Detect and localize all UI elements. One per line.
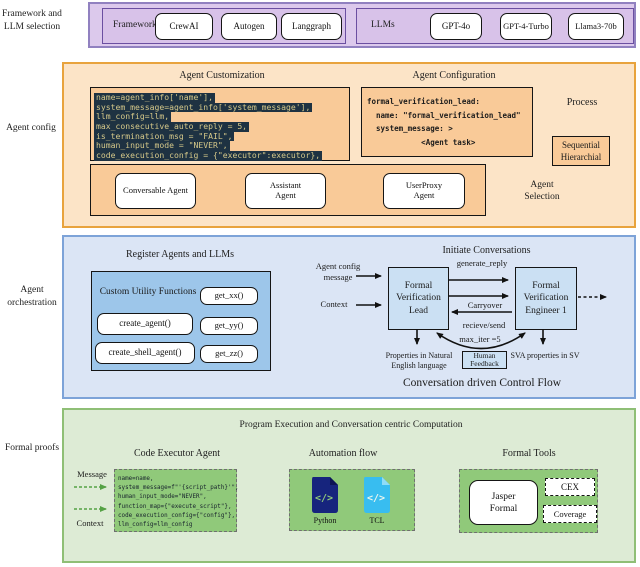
side-label-agent-config: Agent config <box>6 123 56 133</box>
code-line: formal_verification_lead: <box>367 97 480 106</box>
code-line: system_message=agent_info['system_messag… <box>94 101 313 113</box>
agent-type-assistant-label: Assistant Agent <box>269 180 302 200</box>
agent-configuration-code: formal_verification_lead: name: "formal_… <box>361 87 533 157</box>
svg-text:</>: </> <box>315 493 333 504</box>
jasper-formal-label: Jasper Formal <box>489 491 518 514</box>
code-line: name=agent_info['name'], <box>94 92 215 103</box>
lead-output-label: Properties in Natural English language <box>385 351 453 370</box>
code-line: llm_config=llm, <box>94 111 172 123</box>
code-line: code_execution_config = {"executor":exec… <box>94 150 323 161</box>
code-line: code_execution_config={"config"}, <box>118 512 236 519</box>
agent-selection-label: Agent Selection <box>524 180 560 202</box>
function-create-agent: create_agent() <box>97 313 193 335</box>
agent-customization-code: name=agent_info['name'], system_message=… <box>90 87 350 161</box>
agent-type-userproxy: UserProxy Agent <box>383 173 465 209</box>
input-agent-config-message: Agent config message <box>315 261 361 282</box>
agent-config-section: Agent Customization name=agent_info['nam… <box>62 62 636 228</box>
side-label-agent-orchestration: Agent orchestration <box>7 285 57 308</box>
agent-configuration-title: Agent Configuration <box>412 70 496 81</box>
function-get-yy: get_yy() <box>200 317 258 335</box>
llm-llama3-70b: Llama3-70b <box>568 13 624 40</box>
framework-llm-section: Frameworks CrewAI Autogen Langgraph LLMs… <box>88 2 636 48</box>
frameworks-label: Frameworks <box>113 20 161 30</box>
code-line: human_input_mode = "NEVER", <box>94 140 230 152</box>
formal-tools-title: Formal Tools <box>502 448 556 459</box>
executor-input-message: Message <box>77 469 107 479</box>
register-agents-title: Register Agents and LLMs <box>125 249 235 260</box>
agent-selection-group: Conversable Agent Assistant Agent UserPr… <box>90 164 486 216</box>
custom-utility-functions-box: Custom Utility Functions create_agent() … <box>91 271 271 371</box>
llms-label: LLMs <box>371 20 395 30</box>
conversation-control-flow-caption: Conversation driven Control Flow <box>402 377 562 389</box>
function-get-xx: get_xx() <box>200 287 258 305</box>
formal-proofs-section: Program Execution and Conversation centr… <box>62 408 636 563</box>
automation-flow-title: Automation flow <box>308 448 378 459</box>
program-execution-title: Program Execution and Conversation centr… <box>239 420 463 430</box>
svg-text:</>: </> <box>367 493 385 504</box>
llm-gpt4-turbo: GPT-4-Turbo <box>500 13 552 40</box>
framework-langgraph: Langgraph <box>281 13 342 40</box>
initiate-conversations-title: Initiate Conversations <box>442 245 531 256</box>
agent-type-assistant: Assistant Agent <box>245 173 326 209</box>
agent-type-conversable: Conversable Agent <box>115 173 196 209</box>
code-line: llm_config=llm_config <box>118 522 193 529</box>
agent-customization-title: Agent Customization <box>179 70 265 81</box>
side-label-formal-proofs: Formal proofs <box>4 443 60 453</box>
code-line: name: "formal_verification_lead" <box>367 110 521 120</box>
python-file-icon: </> <box>312 477 338 513</box>
arrow-label-receive-send: recieve/send <box>462 320 506 330</box>
arrow-label-generate-reply: generate_reply <box>456 258 508 268</box>
formal-verification-lead-box: Formal Verification Lead <box>388 267 449 330</box>
process-mode-box: Sequential Hierarchial <box>552 136 610 166</box>
engineer-output-label: SVA properties in SV <box>510 351 580 360</box>
code-line: name=name, <box>118 476 154 482</box>
code-line: <Agent task> <box>367 137 476 147</box>
formal-verification-engineer-box: Formal Verification Engineer 1 <box>515 267 577 330</box>
code-line: max_consecutive_auto_reply = 5, <box>94 121 250 132</box>
automation-flow-box: </> Python </> TCL <box>289 469 415 531</box>
code-line: human_input_mode="NEVER", <box>118 494 207 501</box>
tcl-file-label: TCL <box>369 516 385 525</box>
code-line: system_message=f"'{script_path}'", <box>118 485 239 492</box>
code-line: system_message: > <box>367 124 453 133</box>
side-label-framework-llm: Framework and LLM selection <box>2 9 62 32</box>
function-get-zz: get_zz() <box>200 345 258 363</box>
tool-output-coverage: Coverage <box>543 505 597 523</box>
llm-gpt4o: GPT-4o <box>430 13 482 40</box>
agent-orchestration-section: Register Agents and LLMs Custom Utility … <box>62 235 636 399</box>
executor-input-context: Context <box>76 518 104 528</box>
llms-group: LLMs GPT-4o GPT-4-Turbo Llama3-70b <box>356 8 634 44</box>
custom-utility-functions-label: Custom Utility Functions <box>99 287 197 297</box>
formal-tools-box: Jasper Formal CEX Coverage <box>459 469 598 533</box>
code-line: is_termination_msg = "FAIL", <box>94 130 235 142</box>
tool-output-cex: CEX <box>545 478 595 496</box>
frameworks-group: Frameworks CrewAI Autogen Langgraph <box>102 8 346 44</box>
code-line: function_map={"execute_script"}, <box>118 503 232 510</box>
function-create-shell-agent: create_shell_agent() <box>95 342 195 364</box>
arrow-label-max-iter: max_iter =5 <box>459 334 501 344</box>
jasper-formal-box: Jasper Formal <box>469 480 538 525</box>
framework-crewai: CrewAI <box>155 13 213 40</box>
arrow-label-carryover: Carryover <box>467 300 503 310</box>
input-context: Context <box>320 299 348 309</box>
tcl-file-icon: </> <box>364 477 390 513</box>
code-executor-code: name=name, system_message=f"'{script_pat… <box>114 469 239 532</box>
framework-autogen: Autogen <box>221 13 277 40</box>
python-file-label: Python <box>313 516 337 525</box>
process-label: Process <box>566 97 598 108</box>
code-executor-agent-title: Code Executor Agent <box>133 448 221 459</box>
human-feedback-box: Human Feedback <box>462 351 507 369</box>
agent-type-userproxy-label: UserProxy Agent <box>405 180 443 200</box>
